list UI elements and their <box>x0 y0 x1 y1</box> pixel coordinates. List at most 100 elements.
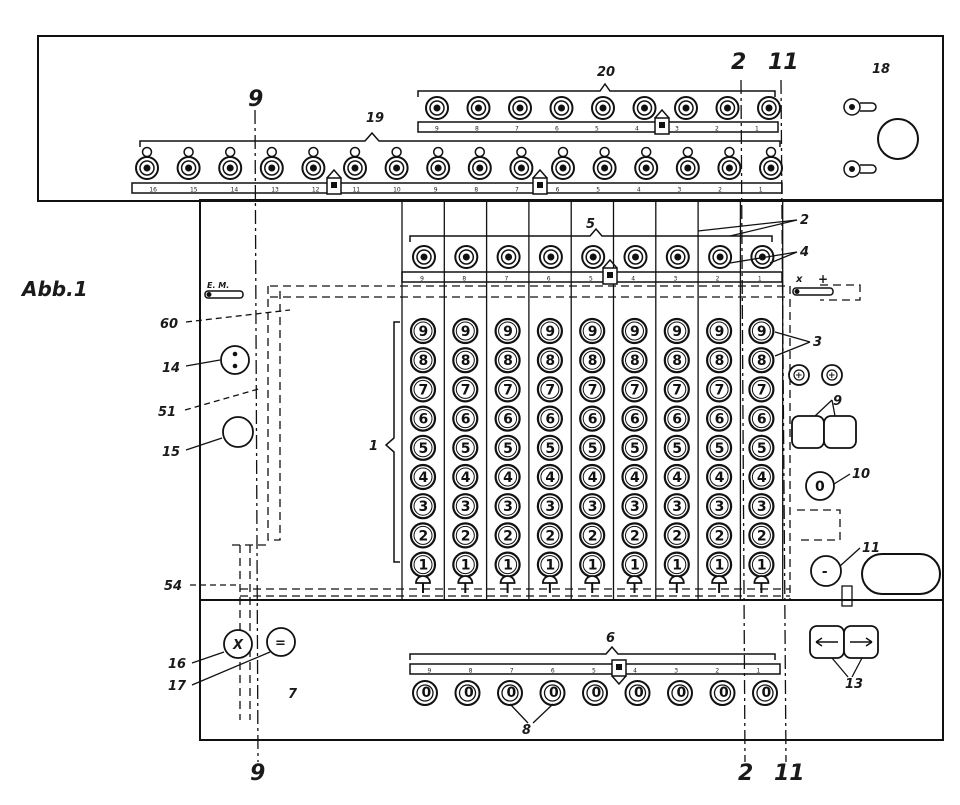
key-3-5[interactable]: 5 <box>494 434 521 461</box>
key-1-5[interactable]: 5 <box>409 434 437 461</box>
key-3-1[interactable]: 1 <box>494 551 521 578</box>
key-9-6[interactable]: 6 <box>748 405 775 432</box>
key-4-9[interactable]: 9 <box>536 317 564 345</box>
key-4-4[interactable]: 4 <box>536 463 564 491</box>
carriage-slider-20[interactable] <box>654 108 670 135</box>
key-9-5[interactable]: 5 <box>748 434 775 461</box>
key-4-5[interactable]: 5 <box>536 434 564 461</box>
keys-9-pair[interactable] <box>791 415 857 449</box>
release-knob-1[interactable] <box>415 575 431 593</box>
key-6-7[interactable]: 7 <box>621 376 648 403</box>
key-8-5[interactable]: 5 <box>705 434 733 461</box>
key-6-8[interactable]: 8 <box>621 347 648 374</box>
release-knob-4[interactable] <box>541 575 558 593</box>
zero-key-10[interactable]: 0 <box>805 471 835 501</box>
key-6-4[interactable]: 4 <box>621 463 648 491</box>
key-9-8[interactable]: 8 <box>748 347 775 374</box>
release-knob-7[interactable] <box>668 575 685 593</box>
key-2-3[interactable]: 3 <box>452 493 479 520</box>
key-7-9[interactable]: 9 <box>663 317 690 345</box>
carriage-slider-6[interactable] <box>611 659 627 686</box>
carriage-slider-19b[interactable] <box>532 168 548 195</box>
key-2-2[interactable]: 2 <box>452 522 479 549</box>
key-1-9[interactable]: 9 <box>409 317 437 345</box>
key-2-9[interactable]: 9 <box>452 317 479 345</box>
key-1-1[interactable]: 1 <box>409 551 437 578</box>
release-knob-9[interactable] <box>753 575 770 593</box>
key-5-9[interactable]: 9 <box>579 317 606 345</box>
selector-lever-right[interactable] <box>792 287 834 296</box>
key-7-7[interactable]: 7 <box>663 376 690 403</box>
key-4-3[interactable]: 3 <box>536 493 564 520</box>
key-6-3[interactable]: 3 <box>621 493 648 520</box>
key-5-4[interactable]: 4 <box>579 463 606 491</box>
carriage-slider-19a[interactable] <box>326 168 342 195</box>
minus-key-11[interactable]: - <box>810 555 842 587</box>
equals-key-17[interactable]: = <box>266 627 296 657</box>
key-8-7[interactable]: 7 <box>705 376 733 403</box>
key-4-2[interactable]: 2 <box>536 522 564 549</box>
key-3-3[interactable]: 3 <box>494 493 521 520</box>
key-2-7[interactable]: 7 <box>452 376 479 403</box>
key-1-3[interactable]: 3 <box>409 493 437 520</box>
key-4-8[interactable]: 8 <box>536 347 564 374</box>
key-6-1[interactable]: 1 <box>621 551 648 578</box>
key-2-1[interactable]: 1 <box>452 551 479 578</box>
key-7-4[interactable]: 4 <box>663 463 690 491</box>
key-9-9[interactable]: 9 <box>748 317 775 345</box>
key-3-6[interactable]: 6 <box>494 405 521 432</box>
key-6-5[interactable]: 5 <box>621 434 648 461</box>
key-3-8[interactable]: 8 <box>494 347 521 374</box>
key-6-6[interactable]: 6 <box>621 405 648 432</box>
key-4-6[interactable]: 6 <box>536 405 564 432</box>
operating-bar[interactable] <box>861 553 941 595</box>
key-7-6[interactable]: 6 <box>663 405 690 432</box>
minus-key[interactable]: + <box>821 364 843 386</box>
key-6-9[interactable]: 9 <box>621 317 648 345</box>
key-1-2[interactable]: 2 <box>409 522 437 549</box>
shift-keys-13[interactable] <box>809 625 879 659</box>
key-9-3[interactable]: 3 <box>748 493 775 520</box>
key-9-4[interactable]: 4 <box>748 463 775 491</box>
clear-lever-lower[interactable] <box>843 160 877 178</box>
key-3-2[interactable]: 2 <box>494 522 521 549</box>
key-8-4[interactable]: 4 <box>705 463 733 491</box>
key-1-6[interactable]: 6 <box>409 405 437 432</box>
release-knob-2[interactable] <box>457 575 474 593</box>
key-6-2[interactable]: 2 <box>621 522 648 549</box>
key-3-9[interactable]: 9 <box>494 317 521 345</box>
key-9-1[interactable]: 1 <box>748 551 775 578</box>
key-2-6[interactable]: 6 <box>452 405 479 432</box>
key-8-2[interactable]: 2 <box>705 522 733 549</box>
carriage-slider-5[interactable] <box>602 258 618 285</box>
knob-14[interactable] <box>220 345 250 375</box>
plus-key[interactable]: + <box>788 364 810 386</box>
key-1-7[interactable]: 7 <box>409 376 437 403</box>
key-5-5[interactable]: 5 <box>579 434 606 461</box>
key-1-4[interactable]: 4 <box>409 463 437 491</box>
key-7-1[interactable]: 1 <box>663 551 690 578</box>
key-2-5[interactable]: 5 <box>452 434 479 461</box>
release-knob-6[interactable] <box>626 575 643 593</box>
mode-switch-em[interactable] <box>204 290 244 299</box>
key-1-8[interactable]: 8 <box>409 347 437 374</box>
key-8-9[interactable]: 9 <box>705 317 733 345</box>
setting-keyboard[interactable]: 9876543219876543219876543219876543219876… <box>409 317 775 593</box>
key-2-8[interactable]: 8 <box>452 347 479 374</box>
key-5-7[interactable]: 7 <box>579 376 606 403</box>
key-5-2[interactable]: 2 <box>579 522 606 549</box>
key-8-6[interactable]: 6 <box>705 405 733 432</box>
key-4-1[interactable]: 1 <box>536 551 564 578</box>
key-5-6[interactable]: 6 <box>579 405 606 432</box>
key-9-2[interactable]: 2 <box>748 522 775 549</box>
crank-knob-18[interactable] <box>877 118 919 160</box>
key-7-3[interactable]: 3 <box>663 493 690 520</box>
multiply-key-16[interactable]: X <box>223 629 253 659</box>
key-8-1[interactable]: 1 <box>705 551 733 578</box>
key-3-7[interactable]: 7 <box>494 376 521 403</box>
key-5-1[interactable]: 1 <box>579 551 606 578</box>
key-2-4[interactable]: 4 <box>452 463 479 491</box>
release-knob-3[interactable] <box>499 575 516 593</box>
key-8-8[interactable]: 8 <box>705 347 733 374</box>
key-9-7[interactable]: 7 <box>748 376 775 403</box>
